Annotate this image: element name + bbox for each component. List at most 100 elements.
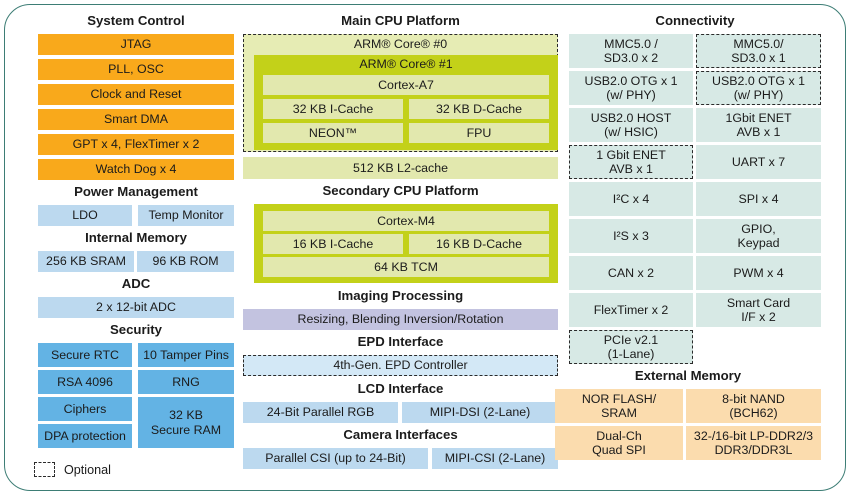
conn-cell-l1-line2: (w/ PHY) [606, 88, 656, 102]
block-arm-core-1[interactable]: ARM® Core® #1 Cortex-A7 32 KB I-Cache 32… [254, 55, 558, 150]
extmem-cell-r1-line2: DDR3/DDR3L [714, 443, 793, 457]
block-pll-osc[interactable]: PLL, OSC [38, 59, 234, 80]
conn-cell-r4-line1: SPI x 4 [738, 191, 779, 206]
block-smart-dma[interactable]: Smart DMA [38, 109, 234, 130]
conn-cell-l6[interactable]: CAN x 2 [569, 256, 693, 290]
conn-cell-l0[interactable]: MMC5.0 /SD3.0 x 2 [569, 34, 693, 68]
block-ciphers[interactable]: Ciphers [38, 397, 132, 421]
conn-cell-r0[interactable]: MMC5.0/SD3.0 x 1 [696, 34, 821, 68]
block-gpt-flextimer[interactable]: GPT x 4, FlexTimer x 2 [38, 134, 234, 155]
connectivity-row: USB2.0 OTG x 1(w/ PHY)USB2.0 OTG x 1(w/ … [569, 71, 821, 105]
epd-interface-title: EPD Interface [357, 334, 444, 349]
conn-cell-l2-line1: USB2.0 HOST [590, 110, 672, 125]
block-parallel-csi[interactable]: Parallel CSI (up to 24-Bit) [243, 448, 428, 469]
conn-cell-l0-line2: SD3.0 x 2 [603, 51, 659, 65]
block-watch-dog[interactable]: Watch Dog x 4 [38, 159, 234, 180]
block-neon[interactable]: NEON™ [263, 123, 403, 143]
extmem-cell-l1-line2: Quad SPI [592, 443, 646, 457]
block-l2-cache[interactable]: 512 KB L2-cache [243, 157, 558, 179]
block-fpu[interactable]: FPU [409, 123, 549, 143]
conn-cell-l5[interactable]: I²S x 3 [569, 219, 693, 253]
arm-core-0-label: ARM® Core® #0 [353, 37, 448, 52]
conn-cell-l2[interactable]: USB2.0 HOST(w/ HSIC) [569, 108, 693, 142]
main-cpu-platform-title: Main CPU Platform [341, 13, 460, 28]
internal-memory-title: Internal Memory [85, 230, 187, 245]
conn-cell-l1-line1: USB2.0 OTG x 1 [584, 73, 678, 88]
block-cortex-a7[interactable]: Cortex-A7 [263, 75, 549, 95]
block-clock-and-reset[interactable]: Clock and Reset [38, 84, 234, 105]
block-tamper-pins[interactable]: 10 Tamper Pins [138, 343, 234, 367]
block-imaging[interactable]: Resizing, Blending Inversion/Rotation [243, 309, 558, 330]
block-rsa-4096[interactable]: RSA 4096 [38, 370, 132, 394]
conn-cell-r7-line2: I/F x 2 [741, 310, 776, 324]
block-dpa-protection[interactable]: DPA protection [38, 424, 132, 448]
block-a7-icache[interactable]: 32 KB I-Cache [263, 99, 403, 119]
conn-cell-l4-line1: I²C x 4 [612, 191, 650, 206]
conn-cell-r1-line1: USB2.0 OTG x 1 [712, 73, 805, 88]
block-parallel-rgb[interactable]: 24-Bit Parallel RGB [243, 402, 398, 423]
imaging-processing-title: Imaging Processing [337, 288, 464, 303]
conn-cell-l2-line2: (w/ HSIC) [604, 125, 658, 139]
block-temp-monitor[interactable]: Temp Monitor [138, 205, 234, 226]
conn-cell-r4[interactable]: SPI x 4 [696, 182, 821, 216]
conn-cell-r5[interactable]: GPIO,Keypad [696, 219, 821, 253]
security-title: Security [109, 322, 163, 337]
block-jtag[interactable]: JTAG [38, 34, 234, 55]
conn-cell-l7[interactable]: FlexTimer x 2 [569, 293, 693, 327]
secure-ram-line1: 32 KB [169, 408, 203, 423]
block-m4-icache[interactable]: 16 KB I-Cache [263, 234, 403, 254]
conn-cell-l4[interactable]: I²C x 4 [569, 182, 693, 216]
left-column: System Control JTAG PLL, OSC Clock and R… [34, 13, 234, 477]
conn-cell-l8[interactable]: PCIe v2.1(1-Lane) [569, 330, 693, 364]
extmem-cell-r0-line2: (BCH62) [729, 406, 778, 420]
block-m4-dcache[interactable]: 16 KB D-Cache [409, 234, 549, 254]
block-sram[interactable]: 256 KB SRAM [38, 251, 134, 272]
block-tcm[interactable]: 64 KB TCM [263, 257, 549, 277]
conn-cell-r7-line1: Smart Card [726, 295, 791, 310]
connectivity-row: CAN x 2 PWM x 4 [569, 256, 821, 290]
system-control-title: System Control [87, 13, 185, 28]
block-mipi-csi[interactable]: MIPI-CSI (2-Lane) [432, 448, 558, 469]
conn-cell-r5-line1: GPIO, [741, 221, 776, 236]
block-rng[interactable]: RNG [138, 370, 234, 394]
extmem-cell-l1-line1: Dual-Ch [596, 428, 642, 443]
block-cortex-m4[interactable]: Cortex-M4 [263, 211, 549, 231]
block-adc[interactable]: 2 x 12-bit ADC [38, 297, 234, 318]
conn-cell-r2-line1: 1Gbit ENET [725, 110, 792, 125]
secondary-cpu-platform-title: Secondary CPU Platform [322, 183, 479, 198]
conn-cell-l8-line1: PCIe v2.1 [603, 332, 659, 347]
block-secondary-cpu-container[interactable]: Cortex-M4 16 KB I-Cache 16 KB D-Cache 64… [254, 204, 558, 283]
optional-dashed-swatch-icon [34, 462, 55, 477]
block-ldo[interactable]: LDO [38, 205, 132, 226]
conn-cell-r6[interactable]: PWM x 4 [696, 256, 821, 290]
extmem-cell-l0[interactable]: NOR FLASH/SRAM [555, 389, 683, 423]
conn-cell-r3[interactable]: UART x 7 [696, 145, 821, 179]
conn-cell-r1-line2: (w/ PHY) [733, 88, 784, 102]
block-mipi-dsi[interactable]: MIPI-DSI (2-Lane) [402, 402, 558, 423]
conn-cell-l1[interactable]: USB2.0 OTG x 1(w/ PHY) [569, 71, 693, 105]
block-epd-controller[interactable]: 4th-Gen. EPD Controller [243, 355, 558, 376]
extmem-cell-l0-line2: SRAM [601, 406, 637, 420]
adc-title: ADC [121, 276, 151, 291]
arm-core-1-label: ARM® Core® #1 [359, 56, 453, 71]
conn-cell-r3-line1: UART x 7 [731, 154, 786, 169]
extmem-cell-r0[interactable]: 8-bit NAND(BCH62) [686, 389, 821, 423]
block-a7-dcache[interactable]: 32 KB D-Cache [409, 99, 549, 119]
secure-ram-line2: Secure RAM [150, 422, 222, 437]
conn-cell-r1[interactable]: USB2.0 OTG x 1(w/ PHY) [696, 71, 821, 105]
block-rom[interactable]: 96 KB ROM [137, 251, 234, 272]
connectivity-row: PCIe v2.1(1-Lane) [569, 330, 821, 364]
block-secure-ram[interactable]: 32 KB Secure RAM [138, 397, 234, 448]
conn-cell-l8-line2: (1-Lane) [607, 347, 655, 361]
block-secure-rtc[interactable]: Secure RTC [38, 343, 132, 367]
conn-cell-l6-line1: CAN x 2 [607, 265, 655, 280]
